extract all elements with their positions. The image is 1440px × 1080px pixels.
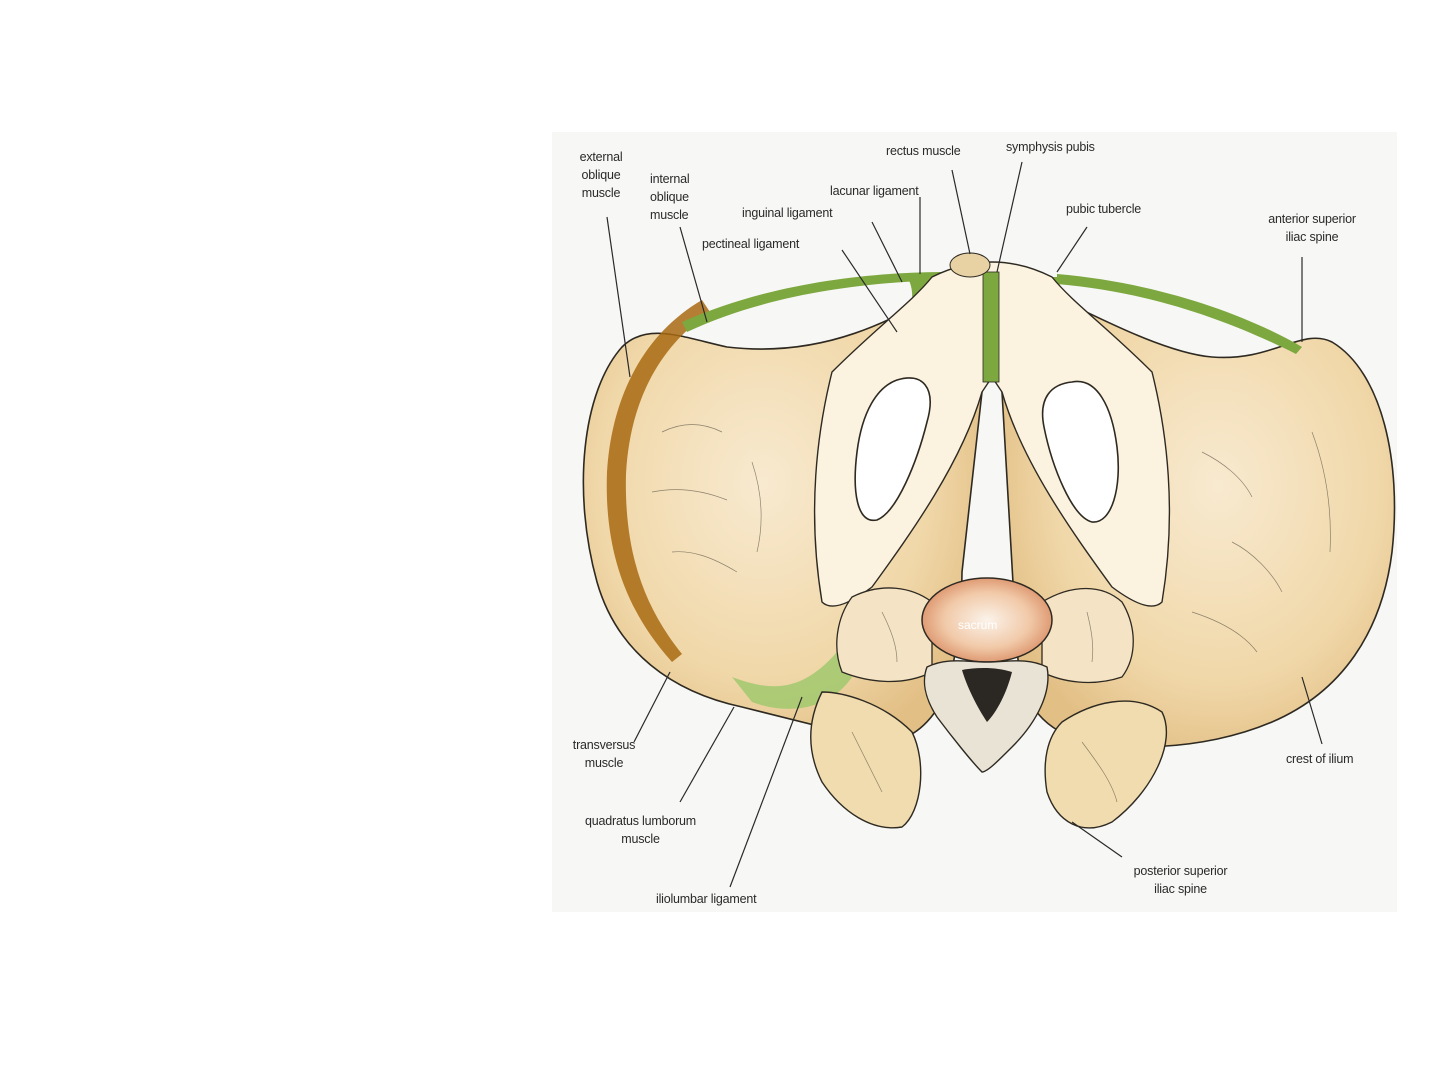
label-lacunar-ligament: lacunar ligament <box>830 184 919 198</box>
label-iliolumbar-ligament: iliolumbar ligament <box>656 892 757 906</box>
label-external-oblique-muscle: external oblique muscle <box>579 150 623 200</box>
label-quadratus-lumborum-muscle: quadratus lumborum muscle <box>584 814 697 846</box>
pelvis-illustration <box>582 161 1396 888</box>
label-symphysis-pubis: symphysis pubis <box>1006 140 1095 154</box>
label-crest-of-ilium: crest of ilium <box>1286 752 1354 766</box>
symphysis-strip <box>982 271 1000 383</box>
label-pubic-tubercle: pubic tubercle <box>1066 202 1142 216</box>
sacral-wing-left <box>836 587 933 683</box>
external-oblique-band <box>606 300 710 662</box>
label-pectineal-ligament: pectineal ligament <box>702 237 800 251</box>
label-internal-oblique-muscle: internal oblique muscle <box>650 172 690 222</box>
sacral-canal <box>962 667 1012 722</box>
sacral-wing-right <box>1041 587 1134 684</box>
label-rectus-muscle: rectus muscle <box>886 144 961 158</box>
pelvis-figure: external oblique muscle internal oblique… <box>552 132 1397 912</box>
label-transversus-muscle: transversus muscle <box>572 738 636 770</box>
right-posterior-ilium <box>1044 700 1167 829</box>
leader-lines <box>606 161 1323 888</box>
obturator-foramen-left <box>854 377 931 521</box>
label-posterior-superior-iliac-spine: posterior superior iliac spine <box>1133 864 1228 896</box>
obturator-foramen-right <box>1041 380 1120 523</box>
label-anterior-superior-iliac-spine: anterior superior iliac spine <box>1268 212 1356 244</box>
label-inguinal-ligament: inguinal ligament <box>742 206 833 220</box>
inguinal-ligament-right <box>1057 274 1302 354</box>
rectus-bump <box>949 252 991 278</box>
pubis <box>813 261 1171 607</box>
label-sacrum: sacrum <box>958 618 998 632</box>
texture-hatching <box>651 424 1331 803</box>
